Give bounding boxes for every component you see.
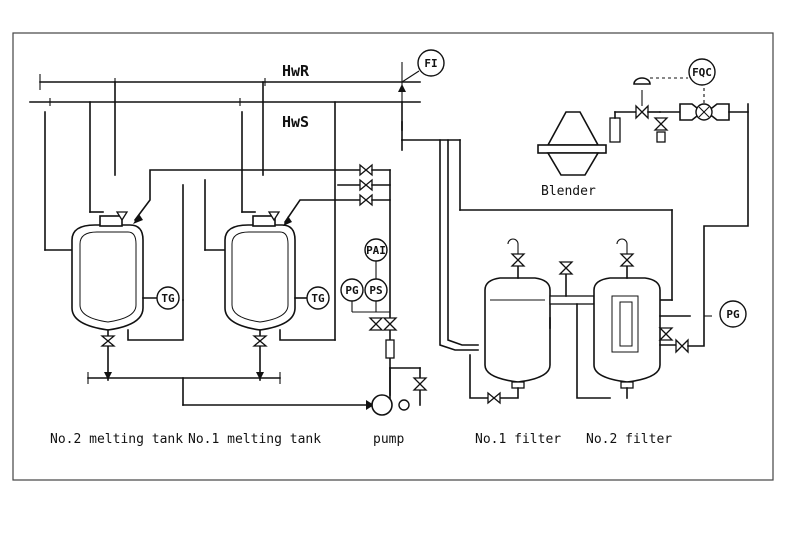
no2-melting-tank [71,211,159,381]
no2-melting-tank-label: No.2 melting tank [50,432,183,447]
pai-instrument: PAI [364,238,388,262]
no1-tank-temp-gauge: TG [306,286,330,310]
pg-pump-label: PG [345,284,359,297]
hot-water-supply-header [29,98,421,106]
blender-label: Blender [541,184,596,199]
tg-no1-label: TG [311,292,325,305]
no1-melting-tank-label: No.1 melting tank [188,432,321,447]
hws-label: HwS [282,113,309,131]
return-line-to-filters [401,101,673,301]
blender-feed-line [609,77,749,143]
no1-tank-return-line [279,329,336,341]
pai-label: PAI [366,244,386,257]
no2-filter [593,238,661,399]
filter-crossover [549,261,611,399]
pump-discharge-valves [368,317,398,359]
no2-tank-bottom-valve [100,335,116,347]
no1-filter-label: No.1 filter [475,432,561,447]
fi-instrument: FI [398,49,445,102]
pg-outlet-label: PG [726,308,740,321]
no1-filter [469,238,551,405]
fqc-instrument: FQC [688,58,716,86]
no1-tank-bottom-valve [252,335,268,347]
filter-feed-line [401,139,479,351]
pump [371,367,428,416]
pg-pump-instrument: PG [340,278,364,302]
no2-filter-outlet [658,103,749,354]
no2-filter-label: No.2 filter [586,432,672,447]
ps-instrument: PS [351,261,390,313]
fi-label: FI [424,57,437,70]
ps-label: PS [369,284,382,297]
no2-tank-temp-gauge: TG [156,286,180,310]
suction-collector [87,372,374,410]
tg-no2-label: TG [161,292,175,305]
no1-melting-tank [224,211,309,381]
fqc-label: FQC [692,66,712,79]
hot-water-return-header [39,74,421,90]
diagram-frame [12,32,774,481]
pump-label: pump [373,432,404,447]
hwr-label: HwR [282,62,310,80]
blender [537,111,607,176]
tank-feed-lines [133,163,391,406]
pg-outlet-instrument: PG [719,300,747,328]
header-branch-lines [44,81,336,341]
no2-tank-return-line [127,299,184,341]
